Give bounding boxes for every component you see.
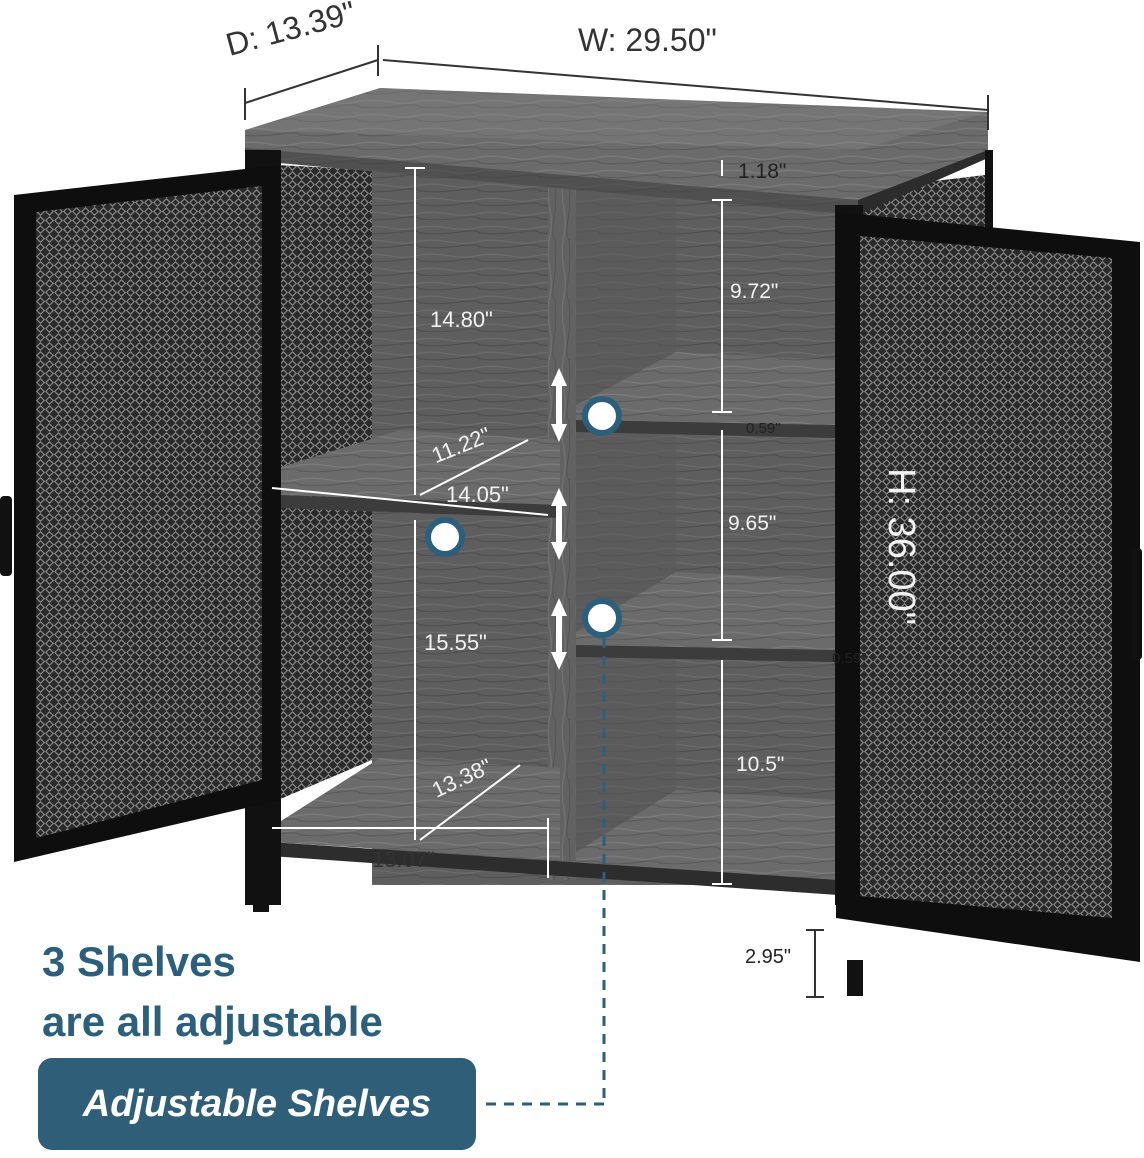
upper-right-shelf-label: 9.72" xyxy=(730,280,779,303)
upper-left-shelf-label: 14.80" xyxy=(430,307,493,332)
lower-left-shelf-label: 15.55" xyxy=(424,630,487,655)
leg-height-label: 2.95" xyxy=(745,946,792,968)
lower-right-shelf-label: 10.5" xyxy=(736,753,785,776)
banner-label: Adjustable Shelves xyxy=(82,1082,432,1125)
height-label: H: 36.00" xyxy=(880,468,922,626)
right-door xyxy=(836,212,1142,962)
left-door xyxy=(0,165,280,862)
top-thickness-label: 1.18" xyxy=(738,160,787,183)
right-shelf-lower xyxy=(576,572,835,662)
top-board xyxy=(245,88,988,215)
left-door-handle xyxy=(0,496,12,576)
shelf-markers xyxy=(425,396,622,638)
adjustable-shelves-banner: Adjustable Shelves xyxy=(38,1058,476,1150)
dashed-connector xyxy=(478,638,606,1106)
headline-line2: are all adjustable xyxy=(42,998,383,1045)
dimension-lines xyxy=(244,45,989,998)
right-shelf-upper xyxy=(576,352,835,438)
upper-width-label: 14.05" xyxy=(446,482,509,507)
shelf-thickness-2-label: 0.59" xyxy=(832,650,867,667)
lower-width-label: 13.07" xyxy=(372,847,435,872)
shelf-thickness-1-label: 0.59" xyxy=(746,420,781,437)
width-label: W: 29.50" xyxy=(578,22,717,58)
left-shelf xyxy=(278,430,560,518)
headline-line1: 3 Shelves xyxy=(42,938,236,985)
right-door-handle xyxy=(1132,548,1142,660)
adjust-arrows xyxy=(551,368,567,670)
middle-right-shelf-label: 9.65" xyxy=(728,512,777,535)
interior-dimension-lines xyxy=(271,160,732,885)
